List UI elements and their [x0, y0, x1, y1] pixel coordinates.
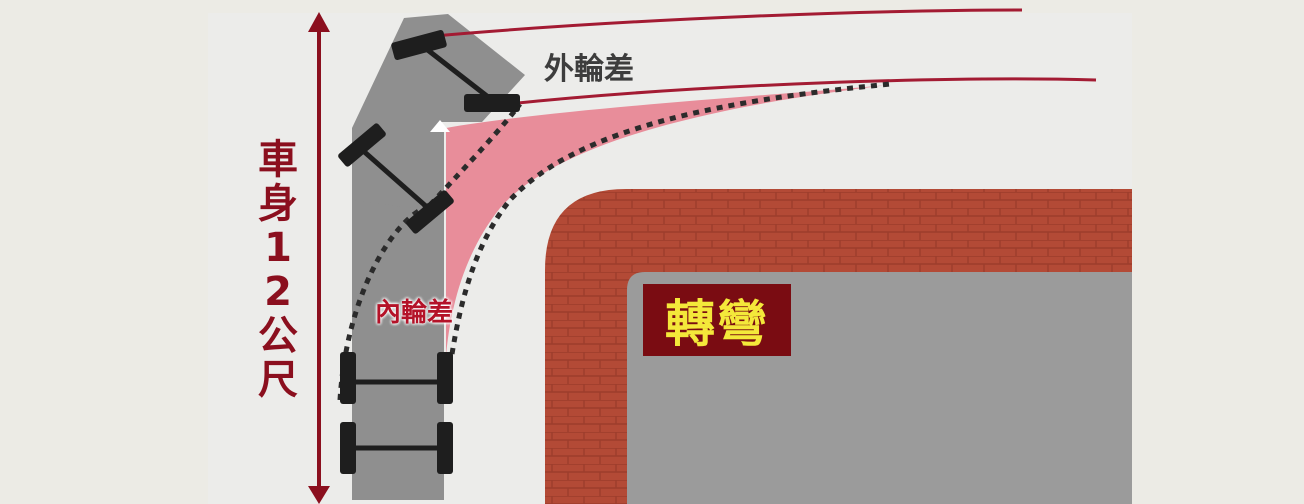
outer-trail-line-top: [433, 8, 1023, 38]
truck-icon: [352, 14, 525, 500]
truck-front-body: [352, 14, 525, 210]
inner-wheel-difference-label: 內輪差: [375, 298, 454, 328]
inner-wheel-difference-zone: [446, 85, 888, 356]
dotted-path-mid: [428, 102, 522, 207]
turn-sign: 轉彎: [643, 284, 791, 356]
turn-sign-label: 轉彎: [665, 295, 769, 353]
wheel-icon: [338, 29, 520, 474]
dotted-path-rear-wheel: [449, 81, 891, 355]
double-arrow-icon: [308, 12, 330, 504]
outer-trail-line-bottom: [507, 77, 1097, 106]
vehicle-length-label: 車身12公尺: [258, 137, 298, 403]
outer-wheel-difference-label: 外輪差: [544, 52, 634, 87]
hitch-arrow: [430, 120, 450, 132]
